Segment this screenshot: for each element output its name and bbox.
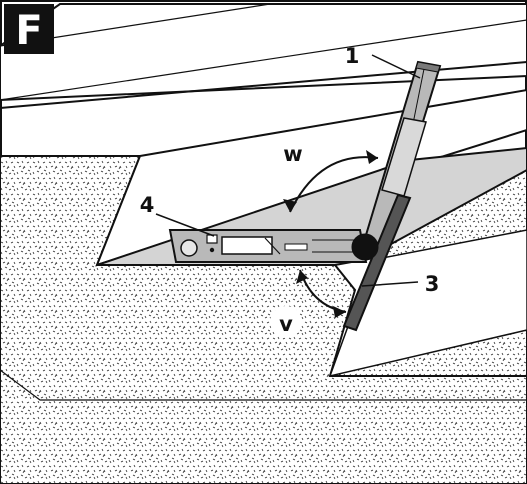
callout-w: w: [283, 142, 302, 166]
figure-letter: F: [15, 8, 42, 54]
leader-4: [155, 213, 215, 237]
tool-display: [221, 236, 273, 255]
ground-edge: [0, 369, 527, 401]
label-v-backdrop: [270, 306, 302, 338]
figure-letter-badge: [4, 4, 54, 54]
hinge-joint: [351, 233, 379, 261]
angle-arrow-v: [296, 269, 347, 318]
upper-plane: [0, 3, 527, 109]
tool-guide-strip: [342, 193, 412, 332]
label-w-backdrop: [279, 138, 307, 166]
angle-arrow-w: [283, 150, 379, 213]
leader-3: [361, 281, 419, 287]
callout-4: 4: [140, 193, 155, 217]
callout-3: 3: [425, 272, 440, 296]
leader-1: [371, 54, 421, 79]
callout-1: 1: [345, 44, 360, 68]
callout-v: v: [279, 312, 293, 336]
tool-button: [206, 234, 218, 244]
tool-indicator: [209, 247, 215, 253]
tool-housing: [168, 229, 368, 263]
tool-knob: [180, 239, 198, 257]
